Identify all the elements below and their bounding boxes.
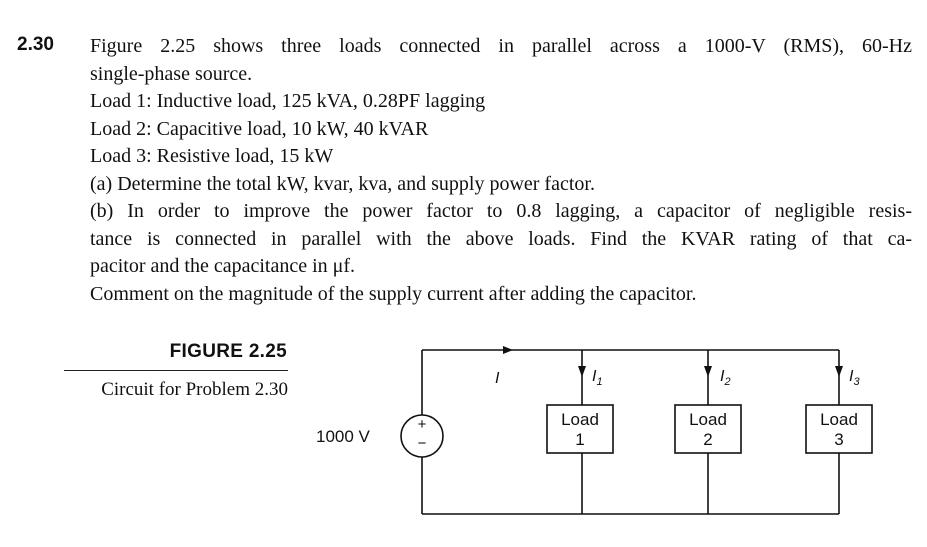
part-a: (a) Determine the total kW, kvar, kva, a…: [90, 172, 595, 195]
current-arrow-icon: [503, 346, 513, 354]
source-minus-sign: −: [418, 435, 427, 452]
load-3-number: 3: [834, 430, 843, 449]
problem-line-2: single-phase source.: [90, 62, 253, 85]
load-1-spec: Load 1: Inductive load, 125 kVA, 0.28PF …: [90, 90, 486, 112]
load-2-spec: Load 2: Capacitive load, 10 kW, 40 kVAR: [90, 117, 429, 140]
figure-title: FIGURE 2.25: [169, 341, 287, 362]
source-plus-sign: +: [418, 416, 427, 433]
comment-line: Comment on the magnitude of the supply c…: [90, 282, 697, 305]
load-1-number: 1: [575, 430, 584, 449]
load-1-name: Load: [561, 410, 599, 429]
part-b-line-3: pacitor and the capacitance in μf.: [90, 255, 356, 277]
branch-3-arrow-icon: [835, 366, 843, 377]
problem-statement: Figure 2.25 shows three loads connected …: [90, 33, 912, 308]
load-1-box: [546, 404, 614, 454]
branch-1-arrow-icon: [578, 366, 586, 377]
part-b-line-2: tance is connected in parallel with the …: [90, 227, 912, 250]
branch-2-arrow-icon: [704, 366, 712, 377]
branch-1-current-label: I1: [592, 368, 603, 388]
load-2-number: 2: [703, 430, 712, 449]
figure-divider: [64, 370, 288, 371]
branch-3-current-label: I3: [849, 368, 860, 388]
source-voltage-label: 1000 V: [316, 427, 371, 446]
branch-2-current-label: I2: [720, 368, 731, 388]
problem-number: 2.30: [17, 34, 54, 55]
load-2-name: Load: [689, 410, 727, 429]
part-b-line-1: (b) In order to improve the power factor…: [90, 200, 912, 222]
load-3-name: Load: [820, 410, 858, 429]
figure-caption: Circuit for Problem 2.30: [101, 379, 288, 400]
voltage-source-icon: [400, 414, 444, 458]
problem-line-1: Figure 2.25 shows three loads connected …: [90, 35, 912, 57]
load-3-spec: Load 3: Resistive load, 15 kW: [90, 145, 334, 167]
total-current-label: I: [495, 370, 500, 387]
